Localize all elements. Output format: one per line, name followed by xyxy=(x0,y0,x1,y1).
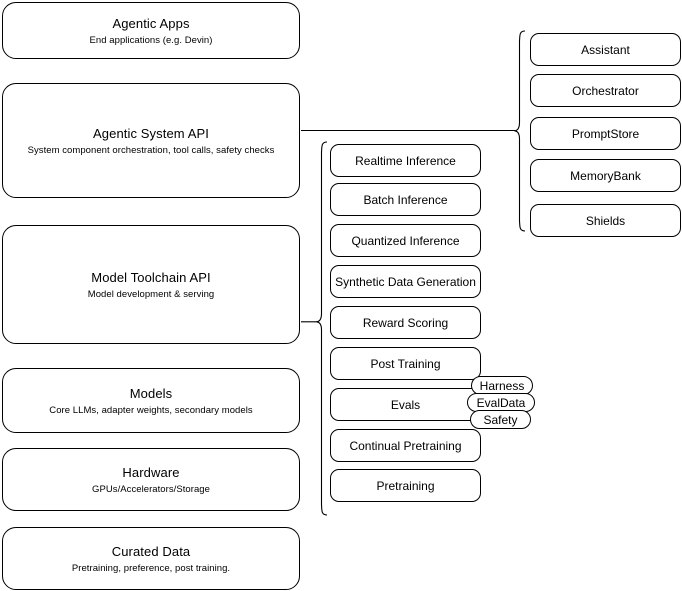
component-label: Realtime Inference xyxy=(355,153,456,168)
layer-subtitle: GPUs/Accelerators/Storage xyxy=(92,483,210,495)
layer-agentic-system-api[interactable]: Agentic System API System component orch… xyxy=(2,83,300,198)
component-label: Reward Scoring xyxy=(362,315,449,330)
layer-subtitle: Core LLMs, adapter weights, secondary mo… xyxy=(49,404,253,416)
layer-agentic-apps[interactable]: Agentic Apps End applications (e.g. Devi… xyxy=(2,2,300,59)
component-post-training[interactable]: Post Training xyxy=(330,347,481,380)
layer-title: Model Toolchain API xyxy=(91,269,211,285)
component-pretraining[interactable]: Pretraining xyxy=(330,469,481,502)
layer-title: Hardware xyxy=(122,464,180,480)
component-label: Evals xyxy=(390,397,421,412)
layer-subtitle: Model development & serving xyxy=(87,288,215,300)
component-label: Batch Inference xyxy=(363,192,448,207)
component-label: PromptStore xyxy=(571,126,640,141)
brace-toolchain-components xyxy=(316,141,328,516)
layer-hardware[interactable]: Hardware GPUs/Accelerators/Storage xyxy=(2,448,300,511)
layer-title: Agentic System API xyxy=(93,125,209,141)
layer-curated-data[interactable]: Curated Data Pretraining, preference, po… xyxy=(2,527,300,590)
component-label: Shields xyxy=(585,213,626,228)
component-reward-scoring[interactable]: Reward Scoring xyxy=(330,306,481,339)
component-quantized-inference[interactable]: Quantized Inference xyxy=(330,224,481,257)
layer-subtitle: Pretraining, preference, post training. xyxy=(71,562,231,574)
layer-subtitle: End applications (e.g. Devin) xyxy=(89,34,213,46)
component-label: Synthetic Data Generation xyxy=(335,274,476,289)
component-label: Pretraining xyxy=(376,478,435,493)
component-assistant[interactable]: Assistant xyxy=(530,33,681,66)
component-evals[interactable]: Evals xyxy=(330,388,481,421)
component-label: Orchestrator xyxy=(572,83,639,98)
layer-models[interactable]: Models Core LLMs, adapter weights, secon… xyxy=(2,368,300,433)
badge-label: Harness xyxy=(479,378,525,393)
layer-title: Agentic Apps xyxy=(112,15,190,31)
layer-title: Models xyxy=(129,385,173,401)
component-memorybank[interactable]: MemoryBank xyxy=(530,159,681,192)
component-label: Post Training xyxy=(370,356,441,371)
component-batch-inference[interactable]: Batch Inference xyxy=(330,183,481,216)
badge-safety[interactable]: Safety xyxy=(470,410,531,429)
component-orchestrator[interactable]: Orchestrator xyxy=(530,74,681,107)
component-label: Continual Pretraining xyxy=(349,438,462,453)
badge-label: Safety xyxy=(483,412,518,427)
brace-system-components xyxy=(514,30,526,232)
component-realtime-inference[interactable]: Realtime Inference xyxy=(330,144,481,177)
component-continual-pretraining[interactable]: Continual Pretraining xyxy=(330,429,481,462)
component-label: MemoryBank xyxy=(570,168,641,183)
layer-subtitle: System component orchestration, tool cal… xyxy=(27,144,275,156)
component-promptstore[interactable]: PromptStore xyxy=(530,117,681,150)
layer-title: Curated Data xyxy=(111,543,191,559)
component-shields[interactable]: Shields xyxy=(530,204,681,237)
component-synthetic-data-generation[interactable]: Synthetic Data Generation xyxy=(330,265,481,298)
badge-label: EvalData xyxy=(476,395,526,410)
layer-model-toolchain-api[interactable]: Model Toolchain API Model development & … xyxy=(2,225,300,344)
component-label: Quantized Inference xyxy=(351,233,460,248)
component-label: Assistant xyxy=(581,42,630,57)
